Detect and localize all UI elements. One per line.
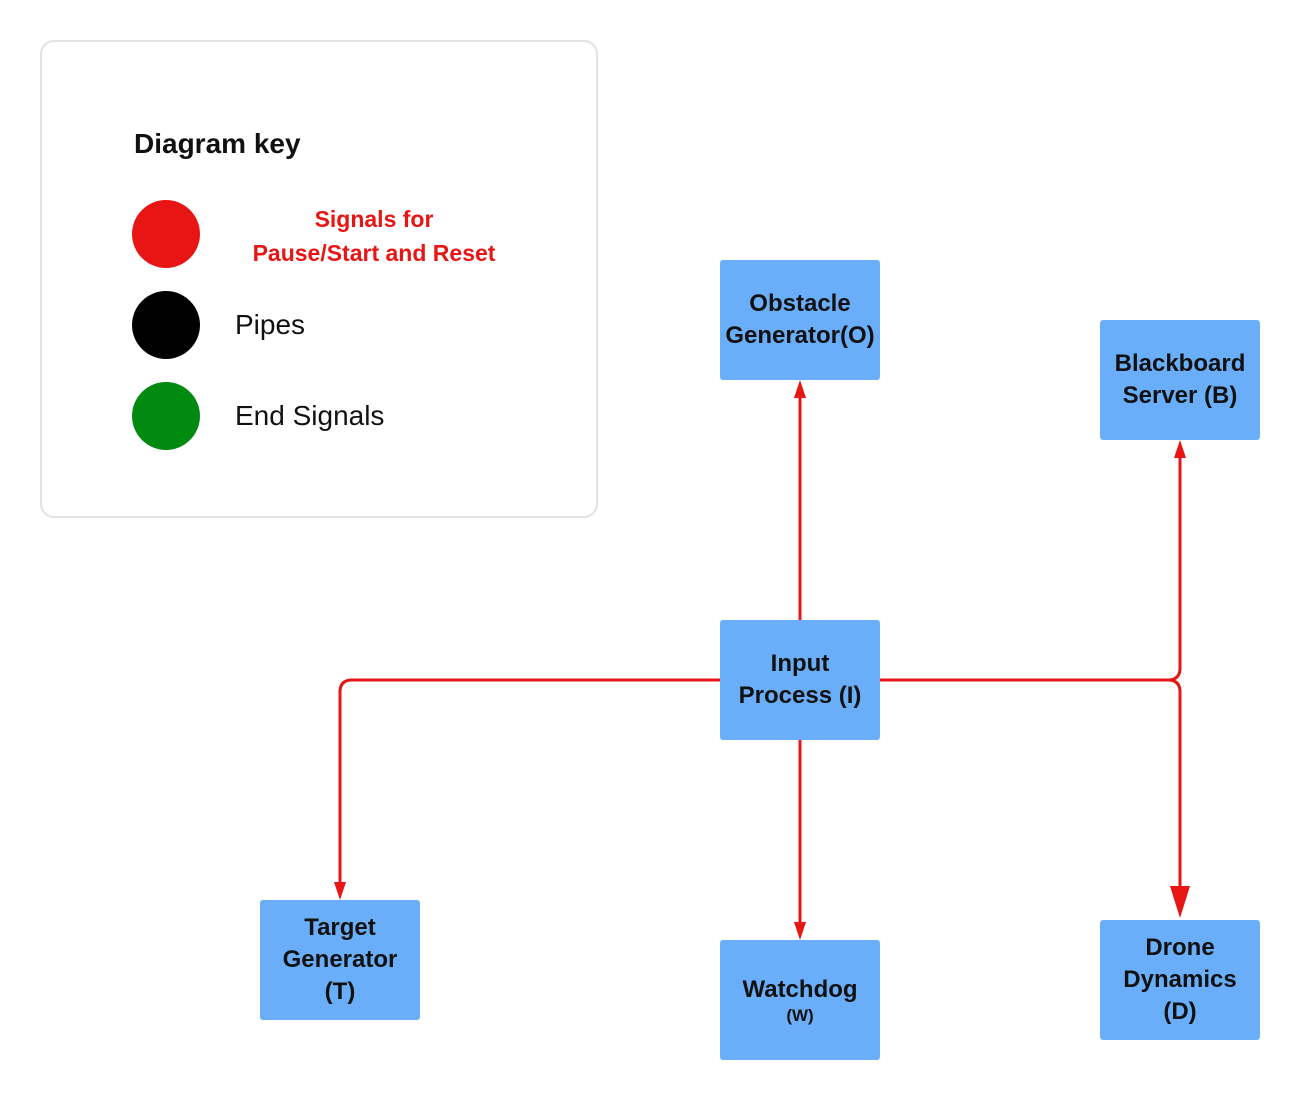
edge-input-to-blackboard [880, 458, 1182, 682]
node-obstacle-line-2: Generator(O) [725, 322, 875, 349]
node-drone-dynamics: Drone Dynamics (D) [1100, 920, 1260, 1040]
node-drone-line-1: Drone [1145, 934, 1215, 961]
key-label-pipes: Pipes [235, 309, 306, 340]
node-watchdog: Watchdog (W) [720, 940, 880, 1060]
key-label-signals: Signals for Pause/Start and Reset [224, 202, 524, 270]
edge-input-to-target [338, 678, 720, 882]
node-drone-line-2: Dynamics [1123, 966, 1237, 993]
node-drone-line-3: (D) [1163, 998, 1197, 1025]
node-input-line-2: Process (I) [738, 682, 862, 709]
node-input-line-1: Input [770, 650, 830, 677]
node-input-process: Input Process (I) [720, 620, 880, 740]
node-watchdog-line-1: Watchdog [742, 976, 858, 1003]
node-blackboard-server: Blackboard Server (B) [1100, 320, 1260, 440]
edge-input-to-drone [1167, 678, 1182, 888]
node-target-generator: Target Generator (T) [260, 900, 420, 1020]
node-obstacle-line-1: Obstacle [749, 290, 851, 317]
key-label-signals-line-2: Pause/Start and Reset [252, 240, 496, 266]
node-blackboard-line-2: Server (B) [1122, 382, 1238, 409]
arrowhead-drone-icon [1170, 886, 1190, 918]
node-watchdog-sub: (W) [786, 1006, 814, 1025]
node-obstacle-generator: Obstacle Generator(O) [720, 260, 880, 380]
key-label-end-signals: End Signals [235, 400, 385, 431]
arrowhead-watchdog-icon [794, 922, 806, 940]
arrowhead-obstacle-icon [794, 380, 806, 398]
node-target-line-1: Target [304, 914, 376, 941]
diagram-key-panel: Diagram key Signals for Pause/Start and … [40, 40, 598, 518]
black-pipe-dot-icon [132, 291, 200, 359]
diagram-key-title: Diagram key [134, 128, 301, 159]
node-blackboard-line-1: Blackboard [1114, 350, 1246, 377]
node-target-line-3: (T) [324, 978, 356, 1005]
green-end-signal-dot-icon [132, 382, 200, 450]
arrowhead-target-icon [334, 882, 346, 900]
key-label-signals-line-1: Signals for [314, 206, 434, 232]
red-signal-dot-icon [132, 200, 200, 268]
arrowhead-blackboard-icon [1174, 440, 1186, 458]
node-target-line-2: Generator [282, 946, 398, 973]
